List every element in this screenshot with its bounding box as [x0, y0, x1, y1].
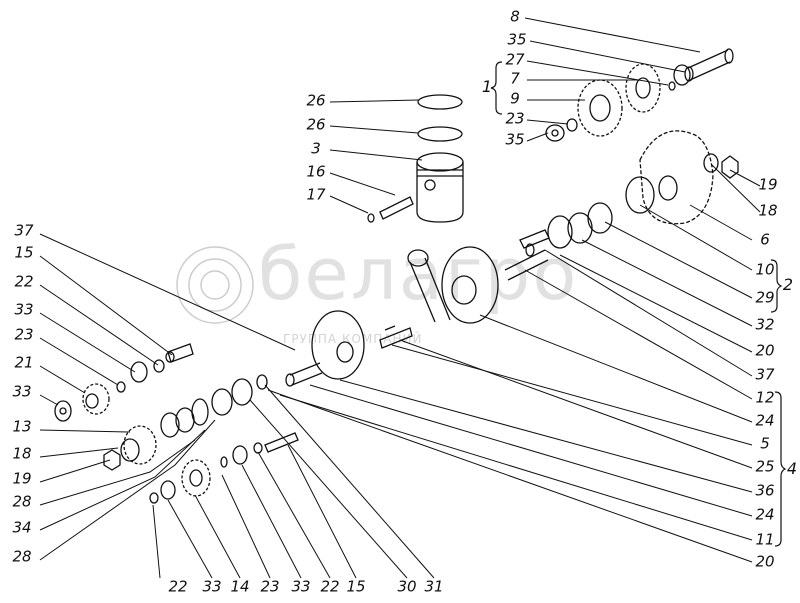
top-gears	[545, 48, 739, 225]
part-label-20: 20	[755, 341, 775, 360]
piston	[367, 94, 464, 223]
leader-lines	[39, 17, 761, 579]
part-label-5: 5	[760, 434, 770, 453]
part-label-15: 15	[14, 243, 34, 262]
part-label-10: 10	[755, 260, 775, 279]
part-label-27: 27	[505, 50, 525, 69]
part-label-29: 29	[755, 288, 775, 307]
part-label-12: 12	[755, 388, 775, 407]
part-label-34: 34	[12, 518, 32, 537]
group-label-1: 1	[481, 76, 493, 96]
part-label-7: 7	[510, 69, 520, 88]
part-label-28: 28	[12, 492, 32, 511]
part-label-26: 26	[306, 115, 326, 134]
part-label-18: 18	[12, 444, 32, 463]
part-label-22: 22	[320, 577, 340, 596]
part-label-26: 26	[306, 91, 326, 110]
part-label-22: 22	[168, 577, 188, 596]
part-label-19: 19	[758, 175, 778, 194]
part-label-23: 23	[14, 325, 34, 344]
part-label-25: 25	[755, 457, 775, 476]
part-label-20: 20	[755, 552, 775, 571]
part-label-23: 23	[505, 109, 525, 128]
part-label-37: 37	[14, 221, 34, 240]
brace-marks	[490, 61, 787, 547]
group-label-2: 2	[782, 274, 794, 294]
part-label-32: 32	[755, 315, 775, 334]
part-label-13: 13	[12, 417, 32, 436]
part-label-17: 17	[306, 185, 326, 204]
part-label-33: 33	[202, 577, 222, 596]
part-label-35: 35	[507, 30, 527, 49]
part-label-33: 33	[291, 577, 311, 596]
part-label-3: 3	[311, 139, 321, 158]
part-label-30: 30	[397, 577, 417, 596]
part-label-37: 37	[755, 365, 775, 384]
part-label-21: 21	[14, 353, 34, 372]
part-label-18: 18	[758, 201, 778, 220]
part-label-14: 14	[230, 577, 250, 596]
part-label-33: 33	[12, 382, 32, 401]
part-label-31: 31	[424, 577, 444, 596]
watermark-logo-icon	[176, 246, 254, 324]
part-label-22: 22	[14, 272, 34, 291]
crankshaft	[285, 202, 613, 387]
left-parts	[54, 343, 299, 504]
part-label-33: 33	[14, 300, 34, 319]
part-label-24: 24	[755, 505, 775, 524]
part-label-24: 24	[755, 411, 775, 430]
part-label-15: 15	[346, 577, 366, 596]
part-label-36: 36	[755, 481, 775, 500]
part-label-11: 11	[755, 530, 775, 549]
part-label-23: 23	[260, 577, 280, 596]
group-label-4: 4	[786, 458, 798, 478]
part-label-28: 28	[12, 547, 32, 566]
part-label-8: 8	[510, 7, 520, 26]
part-label-19: 19	[12, 469, 32, 488]
part-label-9: 9	[510, 89, 520, 108]
watermark-subtitle: ГРУППА КОМПАНИЙ	[283, 332, 423, 346]
part-label-35: 35	[505, 130, 525, 149]
part-label-6: 6	[760, 230, 770, 249]
part-label-16: 16	[306, 162, 326, 181]
